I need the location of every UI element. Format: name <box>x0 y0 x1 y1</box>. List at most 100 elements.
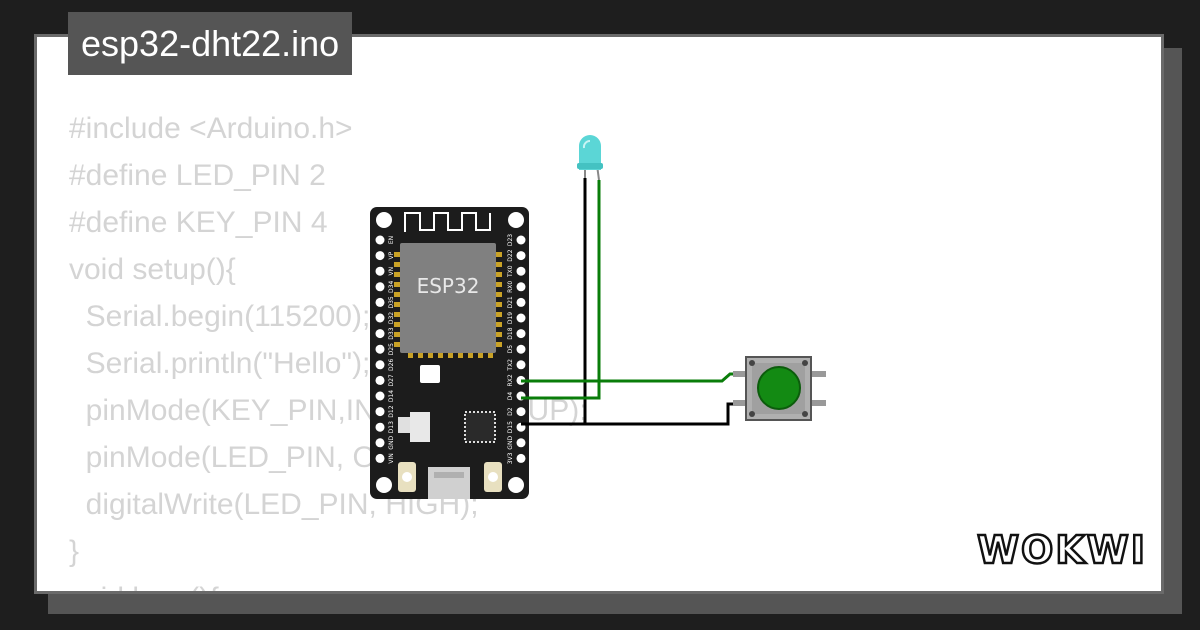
chip-pad <box>494 272 502 277</box>
right-pin-label: 3V3 <box>507 452 514 464</box>
left-pin-label: D13 <box>388 421 395 433</box>
chip-pad <box>478 350 483 358</box>
button-d4-wire <box>521 372 746 383</box>
right-pin-hole[interactable] <box>516 329 526 339</box>
chip-pad <box>394 252 402 257</box>
right-pin-label: GND <box>507 436 514 450</box>
right-pin-hole[interactable] <box>516 235 526 245</box>
chip-pad <box>394 332 402 337</box>
usb-chip <box>464 411 496 443</box>
left-pin-hole[interactable] <box>375 282 385 292</box>
wokwi-logo: WOKWI <box>976 527 1147 574</box>
chip-pad <box>494 342 502 347</box>
right-pin-label: D19 <box>507 312 514 324</box>
left-pin-header: ENVPVND34D35D32D33D25D26D27D14D12D13GNDV… <box>375 235 395 464</box>
code-line: } <box>69 535 80 568</box>
left-pin-label: D32 <box>388 312 395 324</box>
right-pin-header: D23D22TX0RX0D21D19D18D5TX2RX2D4D2D15GND3… <box>507 234 526 464</box>
left-pin-label: D35 <box>388 296 395 308</box>
mounting-hole <box>508 212 524 228</box>
left-pin-hole[interactable] <box>375 422 385 432</box>
right-pin-hole[interactable] <box>516 266 526 276</box>
left-pin-label: D33 <box>388 327 395 339</box>
left-pin-hole[interactable] <box>375 453 385 463</box>
left-pin-hole[interactable] <box>375 251 385 261</box>
left-pin-label: VIN <box>388 453 395 463</box>
chip-pad <box>394 262 402 267</box>
right-pin-hole[interactable] <box>516 313 526 323</box>
chip-pad <box>394 312 402 317</box>
code-line: #define LED_PIN 2 <box>69 159 326 192</box>
right-pin-hole[interactable] <box>516 453 526 463</box>
file-title-tab[interactable]: esp32-dht22.ino <box>68 12 353 75</box>
right-pin-hole[interactable] <box>516 360 526 370</box>
regulator-tab <box>398 417 410 433</box>
right-pin-label: D21 <box>507 296 514 308</box>
left-pin-label: D14 <box>388 390 395 402</box>
right-pin-label: D18 <box>507 327 514 339</box>
code-line: #include <Arduino.h> <box>69 112 353 145</box>
chip-pad <box>394 302 402 307</box>
left-pin-hole[interactable] <box>375 313 385 323</box>
left-pin-hole[interactable] <box>375 438 385 448</box>
chip-pad <box>494 322 502 327</box>
chip-pad <box>408 350 413 358</box>
mounting-hole <box>376 212 392 228</box>
left-pin-label: D12 <box>388 405 395 417</box>
left-pin-label: GND <box>388 436 395 450</box>
code-line: void setup(){ <box>69 253 236 286</box>
right-pin-hole[interactable] <box>516 282 526 292</box>
chip-pad <box>494 332 502 337</box>
left-pin-hole[interactable] <box>375 344 385 354</box>
led[interactable] <box>577 135 603 181</box>
usb-port <box>428 467 470 499</box>
led-d2-wire <box>521 180 601 400</box>
right-pin-hole[interactable] <box>516 297 526 307</box>
chip-pad <box>438 350 443 358</box>
led-gnd-wire <box>521 178 587 426</box>
mounting-hole <box>508 477 524 493</box>
right-pin-hole[interactable] <box>516 407 526 417</box>
button-gnd-wire <box>585 402 746 426</box>
chip-pad <box>448 350 453 358</box>
pushbutton[interactable] <box>733 356 826 421</box>
chip-pad <box>394 322 402 327</box>
left-pin-hole[interactable] <box>375 375 385 385</box>
chip-pad <box>494 282 502 287</box>
esp32-board[interactable]: ESP32 ENVPVND34D35D32D33D25D26D27D14D12D… <box>370 207 529 499</box>
chip-pad <box>494 292 502 297</box>
right-pin-label: TX0 <box>507 265 514 278</box>
antenna-trace <box>404 212 491 232</box>
code-line: #define KEY_PIN 4 <box>69 206 328 239</box>
left-pin-hole[interactable] <box>375 391 385 401</box>
right-pin-hole[interactable] <box>516 344 526 354</box>
right-pin-label: TX2 <box>507 359 514 372</box>
left-pin-hole[interactable] <box>375 235 385 245</box>
left-pin-label: VP <box>388 251 395 259</box>
right-pin-hole[interactable] <box>516 438 526 448</box>
left-pin-hole[interactable] <box>375 297 385 307</box>
chip-pad <box>394 272 402 277</box>
chip-pad <box>494 302 502 307</box>
left-pin-hole[interactable] <box>375 360 385 370</box>
chip-pad <box>394 292 402 297</box>
code-line: Serial.println("Hello"); <box>69 347 371 380</box>
esp32-chip <box>400 243 496 353</box>
pushbutton-cap[interactable] <box>757 366 801 410</box>
left-pin-hole[interactable] <box>375 329 385 339</box>
right-pin-label: RX2 <box>507 374 514 386</box>
left-pin-label: D26 <box>388 358 395 370</box>
left-pin-hole[interactable] <box>375 407 385 417</box>
chip-pad <box>468 350 473 358</box>
right-pin-label: D22 <box>507 249 514 261</box>
right-pin-label: D15 <box>507 421 514 433</box>
right-pin-hole[interactable] <box>516 251 526 261</box>
right-pin-label: RX0 <box>507 281 514 293</box>
chip-pad <box>458 350 463 358</box>
wires <box>521 178 746 426</box>
left-pin-label: VN <box>388 267 395 276</box>
chip-pad <box>494 252 502 257</box>
svg-text:WOKWI: WOKWI <box>977 528 1147 572</box>
left-pin-hole[interactable] <box>375 266 385 276</box>
